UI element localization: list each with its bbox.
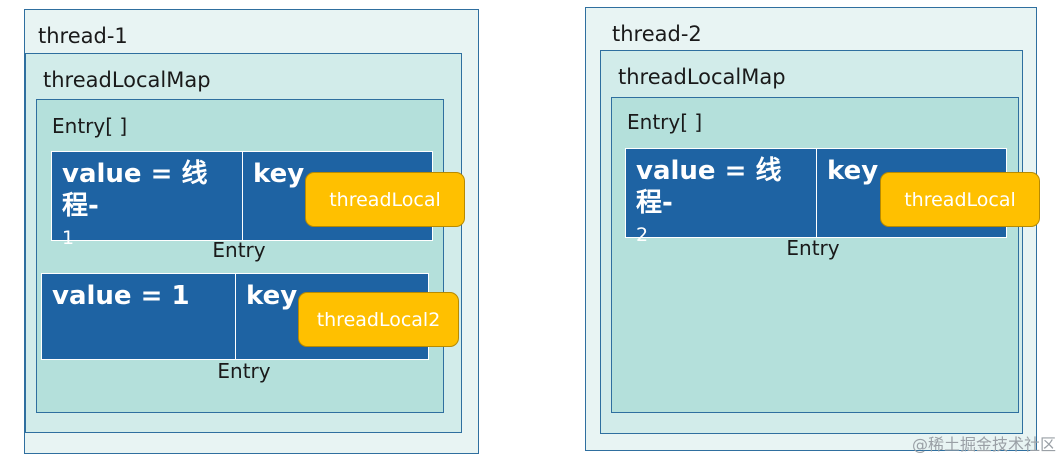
thread-2-title: thread-2 [612, 22, 702, 46]
thread-1-map-box: threadLocalMap Entry[ ] [25, 53, 462, 433]
thread-1-title: thread-1 [38, 24, 128, 48]
thread-2-entry-1-value-line2: 2 [636, 224, 649, 246]
thread-1-entry-2-key-label: key [246, 281, 298, 311]
thread-2-entry-1-value: value = 线程- 2 [626, 149, 817, 246]
thread-2-array-label: Entry[ ] [627, 110, 703, 134]
thread-1-entry-1-value-line2: 1 [62, 227, 75, 249]
thread-1-entry-1-key-label: key [253, 159, 305, 189]
thread-1-entry-1-threadlocal-ref: threadLocal [305, 172, 465, 227]
thread-2-entry-1-threadlocal-ref: threadLocal [880, 172, 1040, 227]
thread-1-entry-2-label: Entry [217, 359, 271, 383]
thread-1-entry-1-label: Entry [212, 238, 266, 262]
thread-1-entry-1-value-line1: value = 线程- [62, 159, 208, 221]
thread-1-entry-1-value: value = 线程- 1 [52, 152, 243, 249]
thread-2-entry-1-label: Entry [786, 236, 840, 260]
thread-2-map-label: threadLocalMap [618, 65, 786, 89]
thread-1-entry-array: Entry[ ] [36, 99, 444, 413]
thread-2-entry-1-key-label: key [827, 156, 879, 186]
thread-1-entry-2-value: value = 1 [42, 274, 236, 359]
thread-1-map-label: threadLocalMap [43, 68, 211, 92]
watermark: @稀土掘金技术社区 [911, 435, 1056, 454]
thread-2-entry-1-value-line1: value = 线程- [636, 156, 782, 218]
thread-1-array-label: Entry[ ] [52, 114, 128, 138]
thread-1-entry-2-threadlocal2-ref: threadLocal2 [298, 292, 459, 347]
thread-1-entry-2-value-line1: value = 1 [52, 281, 190, 311]
